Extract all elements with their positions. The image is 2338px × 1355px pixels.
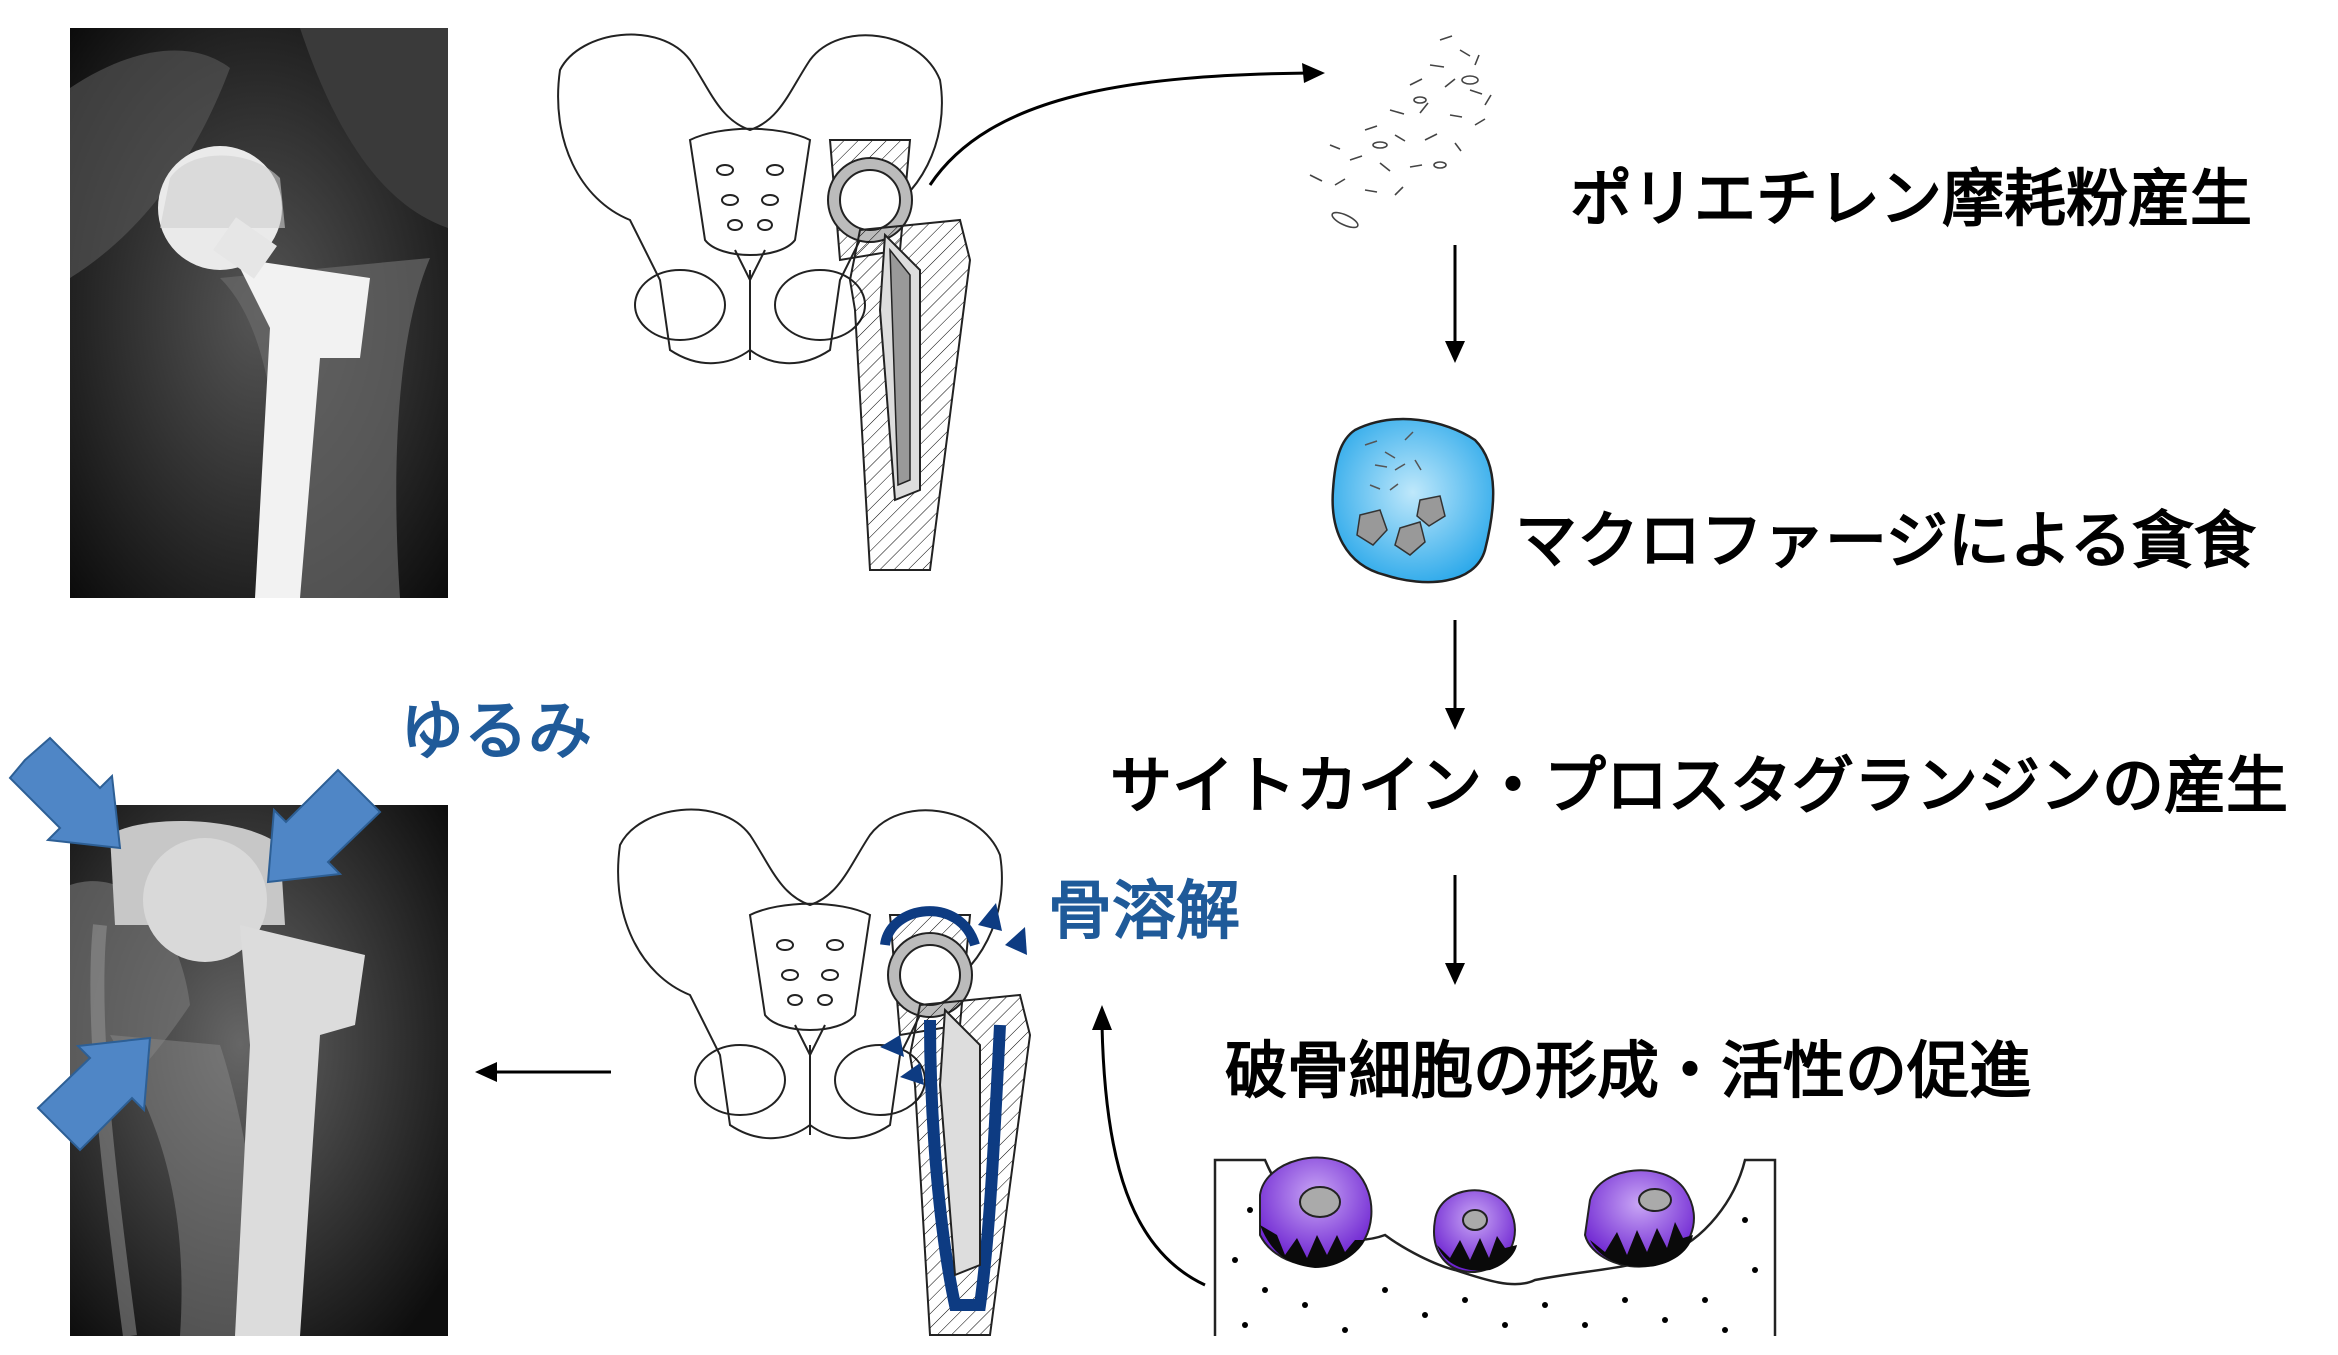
down-arrow-icon [1440,620,1470,730]
wear-particles [1270,25,1530,245]
xray-normal-implant [70,28,448,598]
curved-arrow-to-osteolysis [1090,1000,1210,1300]
pelvis-implant-diagram-top [540,20,960,580]
step-osteoclast-activation: 破骨細胞の形成・活性の促進 [1225,1040,2031,1102]
loosening-label: ゆるみ [400,700,592,764]
left-arrow-icon [475,1057,615,1087]
step-macrophage-phagocytosis: マクロファージによる貪食 [1515,510,2256,572]
down-arrow-icon [1440,875,1470,985]
step-cytokine-production: サイトカイン・プロスタグランジンの産生 [1110,755,2288,817]
osteoclast-diagram [1205,1140,1785,1340]
macrophage-cell [1325,410,1505,590]
osteolysis-label: 骨溶解 [1048,880,1240,944]
loosening-arrows [0,730,450,1150]
blue-arrow-icon [10,738,380,1150]
down-arrow-icon [1440,245,1470,365]
arrowhead-icon [1092,1005,1112,1030]
pelvis-implant-diagram-bottom [600,795,1020,1355]
step-polyethylene-wear: ポリエチレン摩耗粉産生 [1570,168,2252,230]
